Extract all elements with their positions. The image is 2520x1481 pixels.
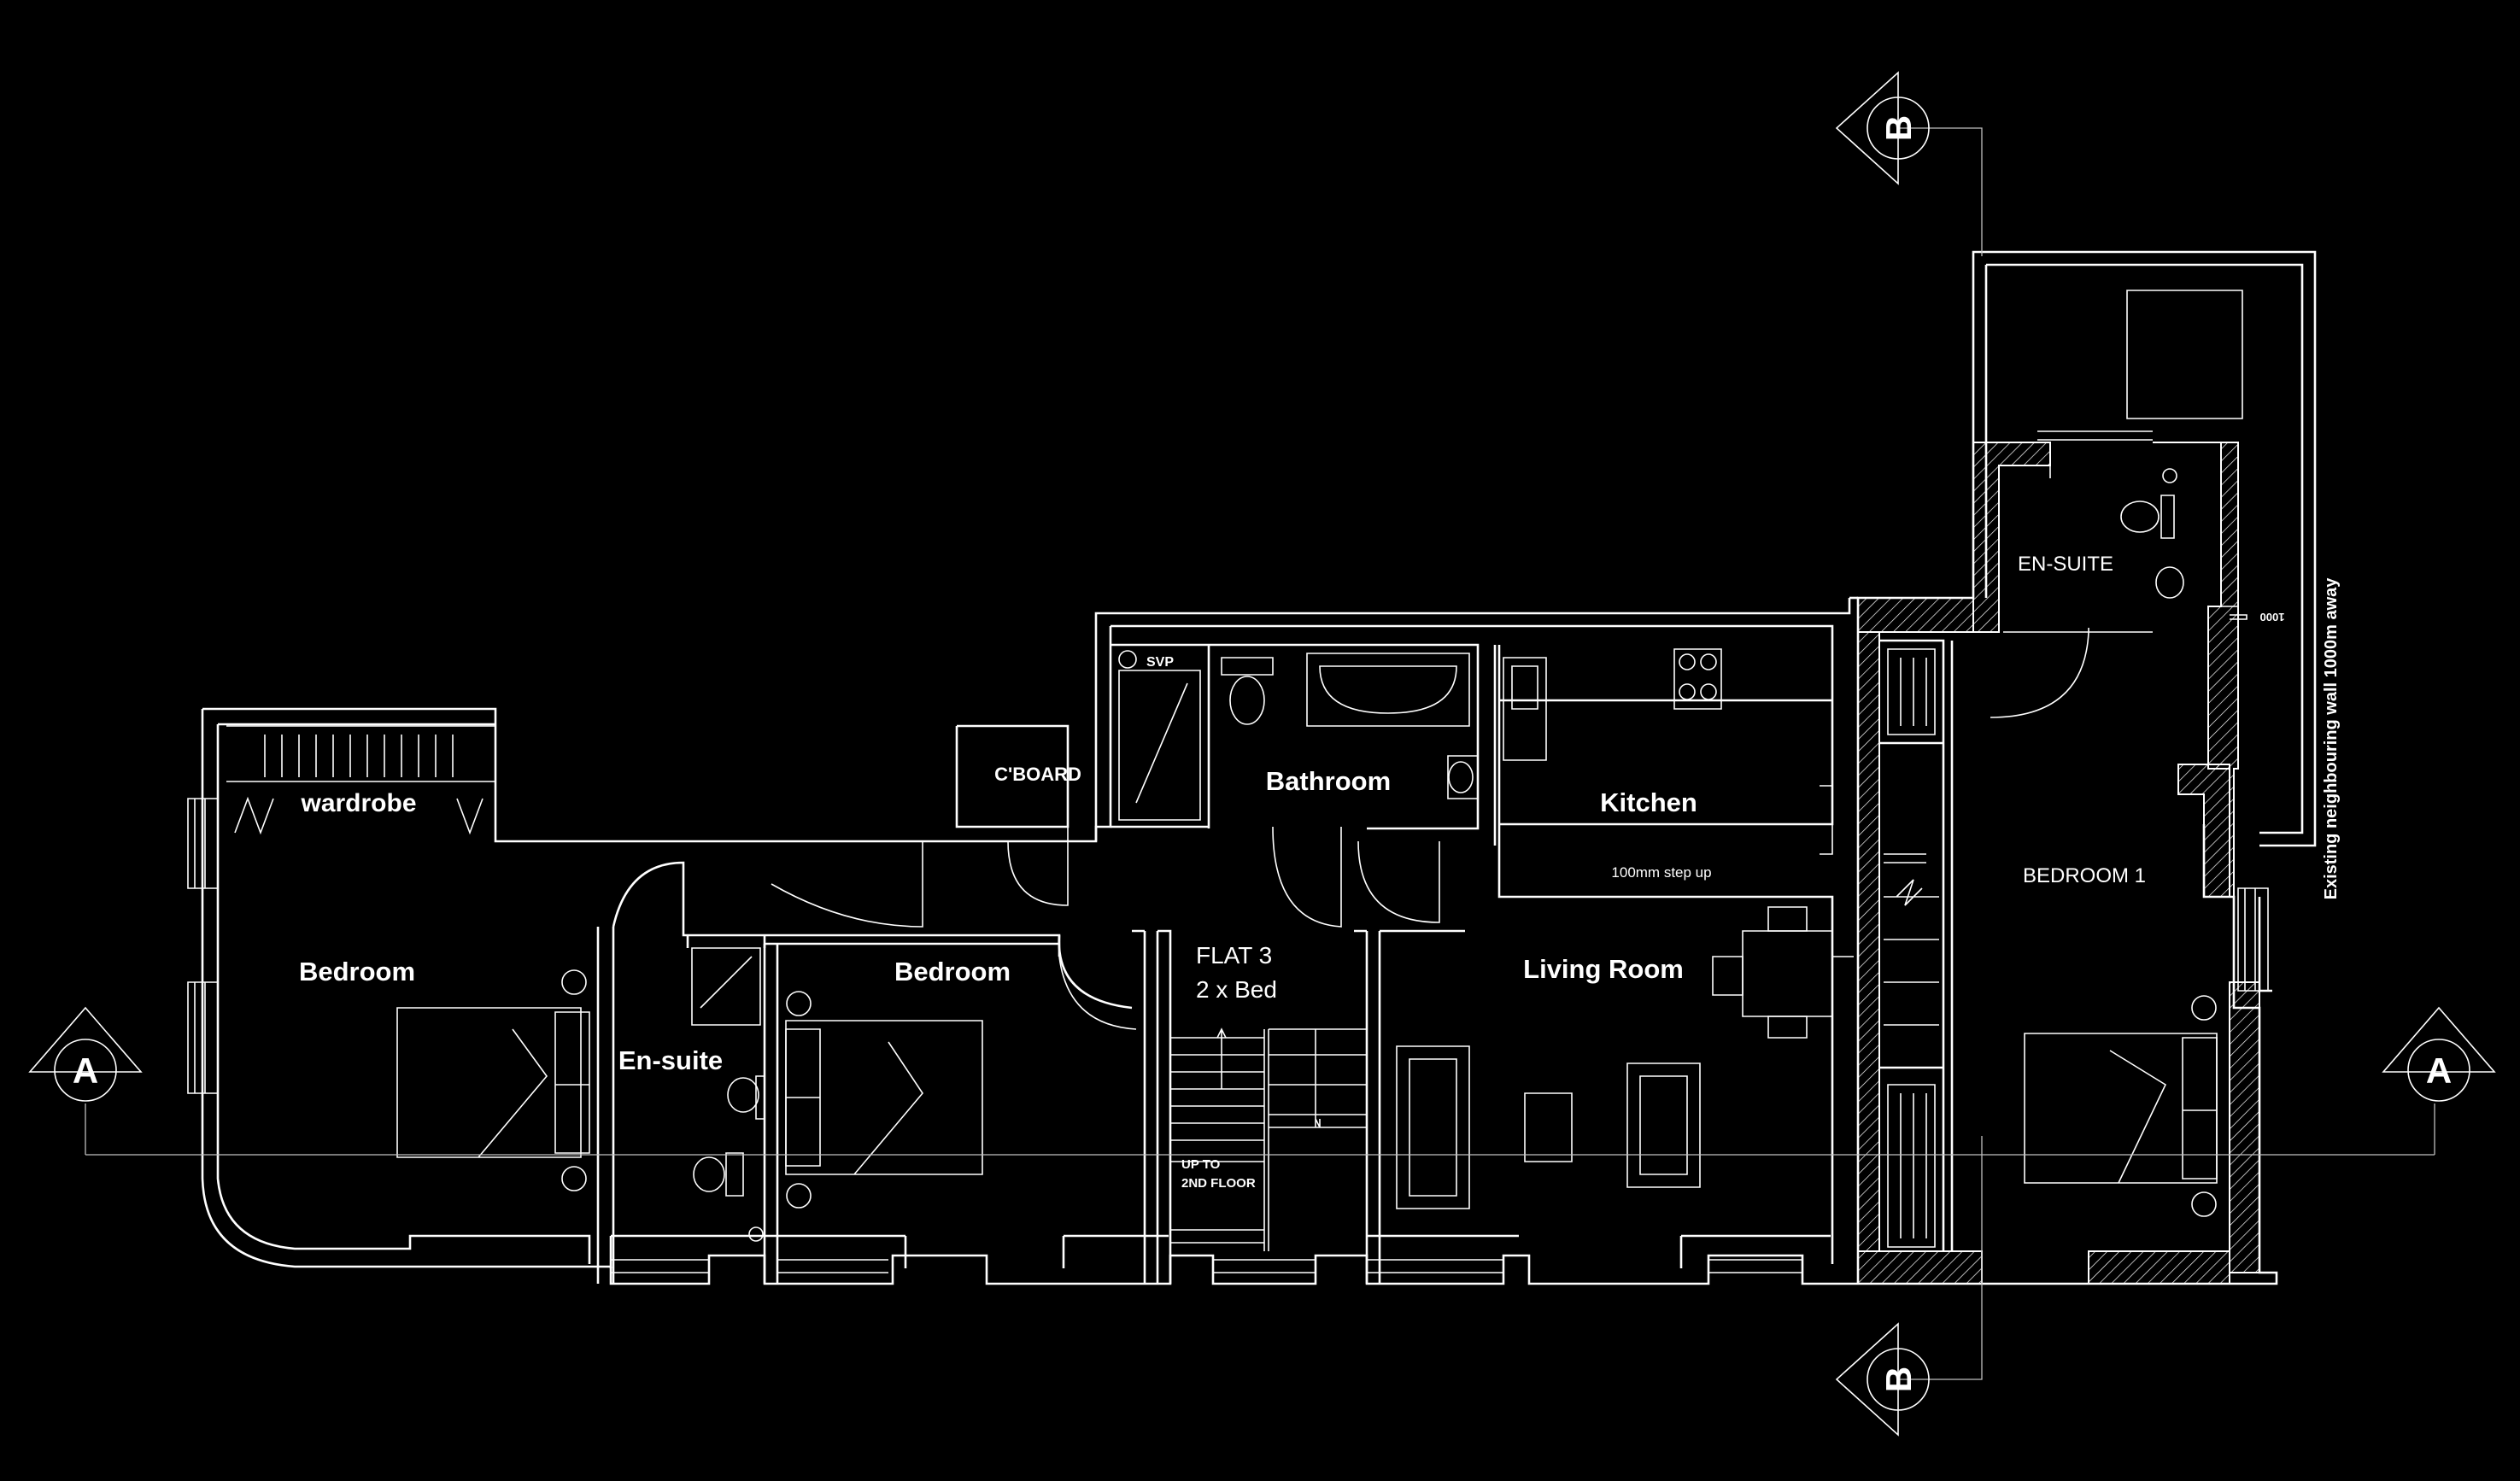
dimension-text: 1000 [2260,611,2285,623]
bedroom-left-label: Bedroom [299,957,415,986]
plan-subtitle: 2 x Bed [1196,976,1277,1003]
bathroom-label: Bathroom [1266,766,1391,796]
room-labels: wardrobe Bedroom En-suite Bedroom C'BOAR… [299,553,2341,1191]
living-room-label: Living Room [1523,954,1684,984]
stair-note-1: UP TO [1181,1157,1221,1172]
cupboard-label: C'BOARD [994,764,1081,785]
plan-title: FLAT 3 [1196,942,1272,969]
outer-walls [201,250,2317,1285]
section-marker-b-bottom: B [1835,1322,1930,1437]
bedroom-middle-label: Bedroom [894,957,1011,986]
section-label-a-left: A [73,1051,98,1091]
neighbouring-wall-note: Existing neighbouring wall 1000m away [2322,577,2341,900]
section-marker-a-left: A [28,1006,143,1102]
section-marker-b-top: B [1835,71,1930,185]
windows [187,430,2269,1273]
fixtures [226,290,2247,1251]
bedroom-1-label: BEDROOM 1 [2023,864,2146,887]
section-label-b-bottom: B [1878,1367,1919,1392]
section-label-b-top: B [1878,115,1919,141]
section-marker-a-right: A [2382,1006,2496,1102]
interior-walls [596,596,2089,1284]
stair-note-2: 2ND FLOOR [1181,1176,1256,1191]
section-lines [85,127,2435,1380]
en-suite-label: En-suite [618,1045,723,1075]
step-note: 100mm step up [1611,864,1711,881]
svp-label: SVP [1146,655,1174,670]
section-label-a-right: A [2426,1051,2452,1091]
kitchen-label: Kitchen [1600,787,1697,817]
wardrobe-label: wardrobe [300,789,416,817]
hatched-walls [1857,442,2260,1285]
en-suite-upper-label: EN-SUITE [2018,553,2113,576]
